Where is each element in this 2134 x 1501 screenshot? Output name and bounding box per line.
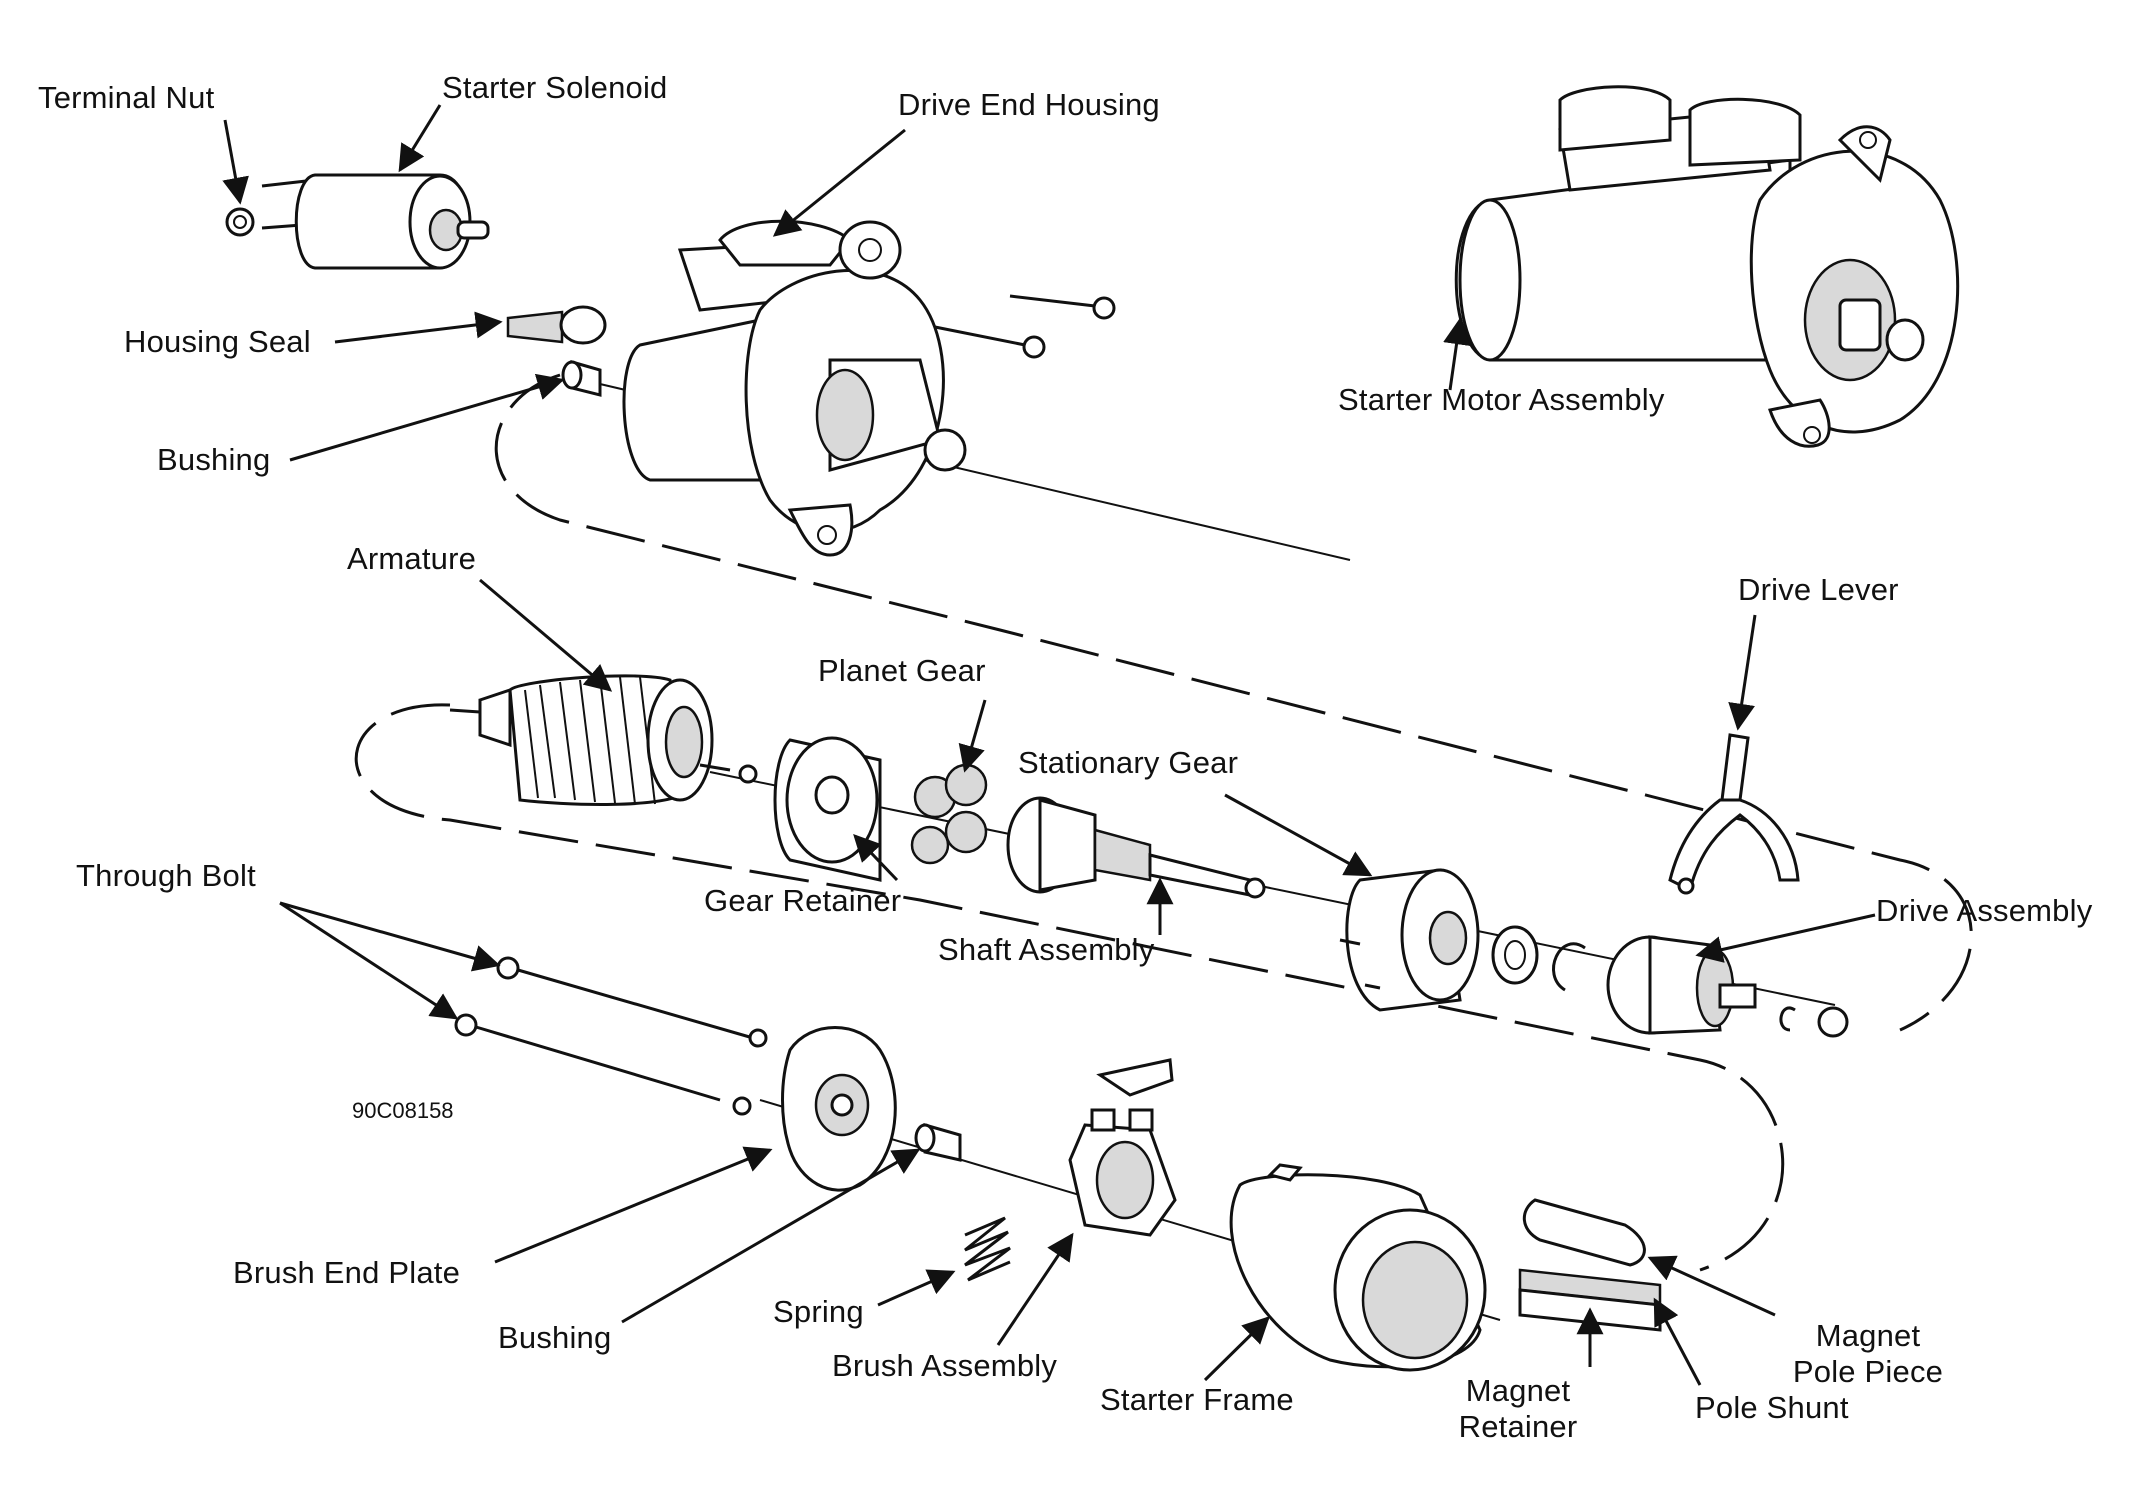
housing-screws-part xyxy=(934,294,1116,359)
label-stationary-gear: Stationary Gear xyxy=(1018,745,1239,780)
label-terminal-nut: Terminal Nut xyxy=(38,80,215,115)
label-starter-motor-assembly: Starter Motor Assembly xyxy=(1338,382,1665,417)
label-magnet-pole-piece-line1: Magnet xyxy=(1815,1318,1921,1353)
label-bushing-top: Bushing xyxy=(157,442,271,477)
label-armature: Armature xyxy=(347,541,477,576)
label-spring: Spring xyxy=(773,1294,864,1329)
drive-assembly-part xyxy=(1606,935,1849,1038)
terminal-nut-part xyxy=(225,207,255,237)
label-brush-end-plate: Brush End Plate xyxy=(233,1255,461,1290)
housing-seal-part xyxy=(506,305,607,345)
drive-end-housing-part xyxy=(622,219,967,557)
label-through-bolt: Through Bolt xyxy=(76,858,256,893)
label-magnet-retainer-line2: Retainer xyxy=(1458,1409,1578,1444)
label-starter-solenoid: Starter Solenoid xyxy=(442,70,668,105)
label-shaft-assembly: Shaft Assembly xyxy=(938,932,1155,967)
label-gear-retainer: Gear Retainer xyxy=(704,883,902,918)
label-starter-frame: Starter Frame xyxy=(1100,1382,1294,1417)
label-magnet-pole-piece-line2: Pole Piece xyxy=(1792,1354,1944,1389)
gear-retainer-part xyxy=(773,736,882,882)
armature-part xyxy=(449,674,758,806)
through-bolt-part xyxy=(454,956,761,1102)
starter-motor-assembly-part xyxy=(1454,85,1960,448)
shaft-assembly-part xyxy=(1006,796,1266,899)
label-magnet-retainer: Magnet Retainer xyxy=(1448,1373,1588,1445)
label-housing-seal: Housing Seal xyxy=(124,324,311,359)
bushing-top-part xyxy=(561,360,602,397)
starter-solenoid-part xyxy=(261,173,490,270)
planet-gear-part xyxy=(910,763,988,865)
figure-code: 90C08158 xyxy=(352,1098,454,1123)
label-brush-assembly: Brush Assembly xyxy=(832,1348,1058,1383)
label-drive-end-housing: Drive End Housing xyxy=(898,87,1160,122)
leader-arrows xyxy=(222,104,1876,1386)
label-bushing-bottom: Bushing xyxy=(498,1320,612,1355)
label-drive-lever: Drive Lever xyxy=(1738,572,1899,607)
label-magnet-pole-piece: Magnet Pole Piece xyxy=(1778,1318,1958,1390)
brush-assembly-part xyxy=(1068,1058,1177,1237)
bushing-bottom-part xyxy=(914,1123,962,1162)
label-planet-gear: Planet Gear xyxy=(818,653,986,688)
brush-end-plate-part xyxy=(732,1026,897,1192)
spring-part xyxy=(964,1216,1011,1282)
washer-clip-part xyxy=(1491,925,1586,992)
label-drive-assembly: Drive Assembly xyxy=(1876,893,2093,928)
label-pole-shunt: Pole Shunt xyxy=(1695,1390,1849,1425)
label-magnet-retainer-line1: Magnet xyxy=(1465,1373,1571,1408)
starter-frame-part xyxy=(1229,1163,1487,1372)
magnet-pole-piece-part xyxy=(1522,1198,1646,1267)
drive-lever-part xyxy=(1668,733,1800,895)
stationary-gear-part xyxy=(1339,868,1480,1012)
